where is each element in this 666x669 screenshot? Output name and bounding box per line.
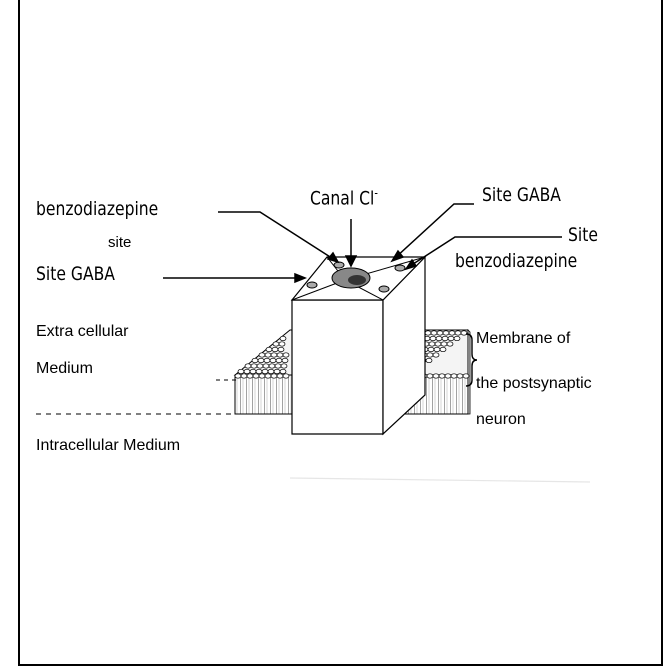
label-benzodiazepine-right: benzodiazepine (455, 250, 577, 272)
lipid-head (426, 358, 432, 362)
lipid-head (442, 336, 448, 340)
label-membrane-3: neuron (476, 411, 526, 429)
lipid-head (454, 336, 460, 340)
lipid-head (277, 353, 283, 357)
lipid-head (431, 331, 437, 335)
lipid-head (430, 336, 436, 340)
label-site-left: site (108, 234, 131, 251)
label-extracellular-2: Medium (36, 360, 93, 378)
label-site-gaba-left: Site GABA (36, 263, 115, 285)
lipid-head (434, 347, 440, 351)
lipid-head (278, 347, 284, 351)
label-extracellular-1: Extra cellular (36, 323, 128, 341)
label-membrane-2: the postsynaptic (476, 375, 592, 393)
lipid-head (256, 369, 262, 373)
lipid-head (441, 342, 447, 346)
lipid-head (252, 358, 258, 362)
lipid-head (238, 369, 244, 373)
lipid-head (427, 374, 433, 378)
lipid-head (443, 331, 449, 335)
lipid-head (277, 374, 283, 378)
lipid-head (440, 347, 446, 351)
scan-artifact (290, 478, 590, 482)
label-canal-cl: Canal Cl- (310, 186, 378, 209)
lipid-head (272, 347, 278, 351)
lipid-head (439, 374, 445, 378)
lipid-head (259, 374, 265, 378)
lipid-head (268, 369, 274, 373)
label-site-gaba-right: Site GABA (482, 184, 561, 206)
lipid-head (251, 364, 257, 368)
lipid-head (250, 369, 256, 373)
lipid-head (280, 369, 286, 373)
lipid-head (269, 364, 275, 368)
lipid-head (258, 358, 264, 362)
lipid-head (280, 336, 286, 340)
lipid-head (271, 353, 277, 357)
lipid-head (282, 358, 288, 362)
lipid-head (253, 374, 259, 378)
lipid-head (247, 374, 253, 378)
lipid-head (447, 342, 453, 346)
label-intracellular: Intracellular Medium (36, 437, 180, 455)
lipid-head (265, 353, 271, 357)
lipid-head (257, 364, 263, 368)
lipid-head (275, 364, 281, 368)
lipid-head (270, 358, 276, 362)
label-membrane-1: Membrane of (476, 330, 570, 348)
lipid-head (429, 342, 435, 346)
lipid-head (445, 374, 451, 378)
lipid-head (433, 374, 439, 378)
lipid-head (283, 374, 289, 378)
lipid-head (273, 342, 279, 346)
lipid-head (449, 331, 455, 335)
lipid-head (265, 374, 271, 378)
lipid-head (283, 353, 289, 357)
lipid-head (428, 347, 434, 351)
lipid-head (433, 353, 439, 357)
lipid-head (448, 336, 454, 340)
lipid-head (463, 374, 469, 378)
lipid-head (276, 358, 282, 362)
lipid-head (245, 364, 251, 368)
lipid-head (241, 374, 247, 378)
lipid-head (457, 374, 463, 378)
lipid-head (271, 374, 277, 378)
label-site-right: Site (568, 224, 598, 246)
lipid-head (279, 342, 285, 346)
lipid-head (266, 347, 272, 351)
lipid-head (437, 331, 443, 335)
lipid-head (436, 336, 442, 340)
lipid-head (435, 342, 441, 346)
lipid-head (263, 364, 269, 368)
lipid-head (259, 353, 265, 357)
lipid-head (281, 364, 287, 368)
receptor-channel (292, 257, 425, 434)
lipid-head (264, 358, 270, 362)
lipid-head (274, 369, 280, 373)
lipid-head (451, 374, 457, 378)
lipid-head (235, 374, 241, 378)
lipid-head (425, 331, 431, 335)
lipid-head (427, 353, 433, 357)
lipid-head (455, 331, 461, 335)
lipid-head (244, 369, 250, 373)
label-benzodiazepine-site-left: benzodiazepine (36, 198, 158, 220)
lipid-head (262, 369, 268, 373)
